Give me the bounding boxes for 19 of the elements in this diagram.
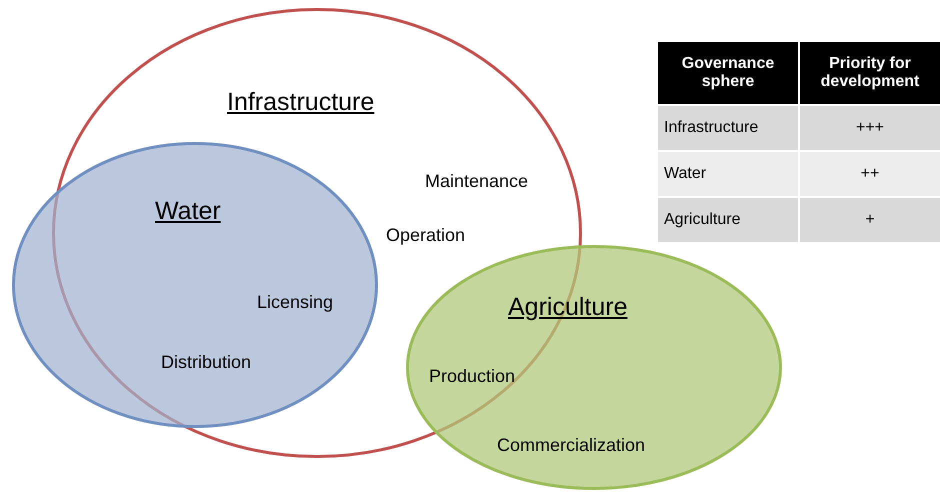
table-cell: + [799, 197, 941, 243]
table-header-cell: Governance sphere [657, 41, 799, 105]
set-title: Agriculture [508, 293, 628, 322]
set-item-label: Distribution [161, 352, 252, 373]
set-item-label: Commercialization [497, 435, 646, 456]
table-cell: Agriculture [657, 197, 799, 243]
venn-ellipse [406, 245, 782, 490]
set-item-label: Maintenance [425, 171, 528, 192]
set-title: Water [155, 197, 221, 226]
set-item-label: Production [429, 366, 516, 387]
set-title: Infrastructure [227, 88, 374, 117]
venn-ellipse [12, 142, 378, 428]
table-cell: +++ [799, 105, 941, 151]
table-cell: Infrastructure [657, 105, 799, 151]
table-cell: ++ [799, 151, 941, 197]
set-item-label: Licensing [257, 292, 334, 313]
set-item-label: Operation [386, 225, 466, 246]
table-header-cell: Priority for development [799, 41, 941, 105]
table-cell: Water [657, 151, 799, 197]
